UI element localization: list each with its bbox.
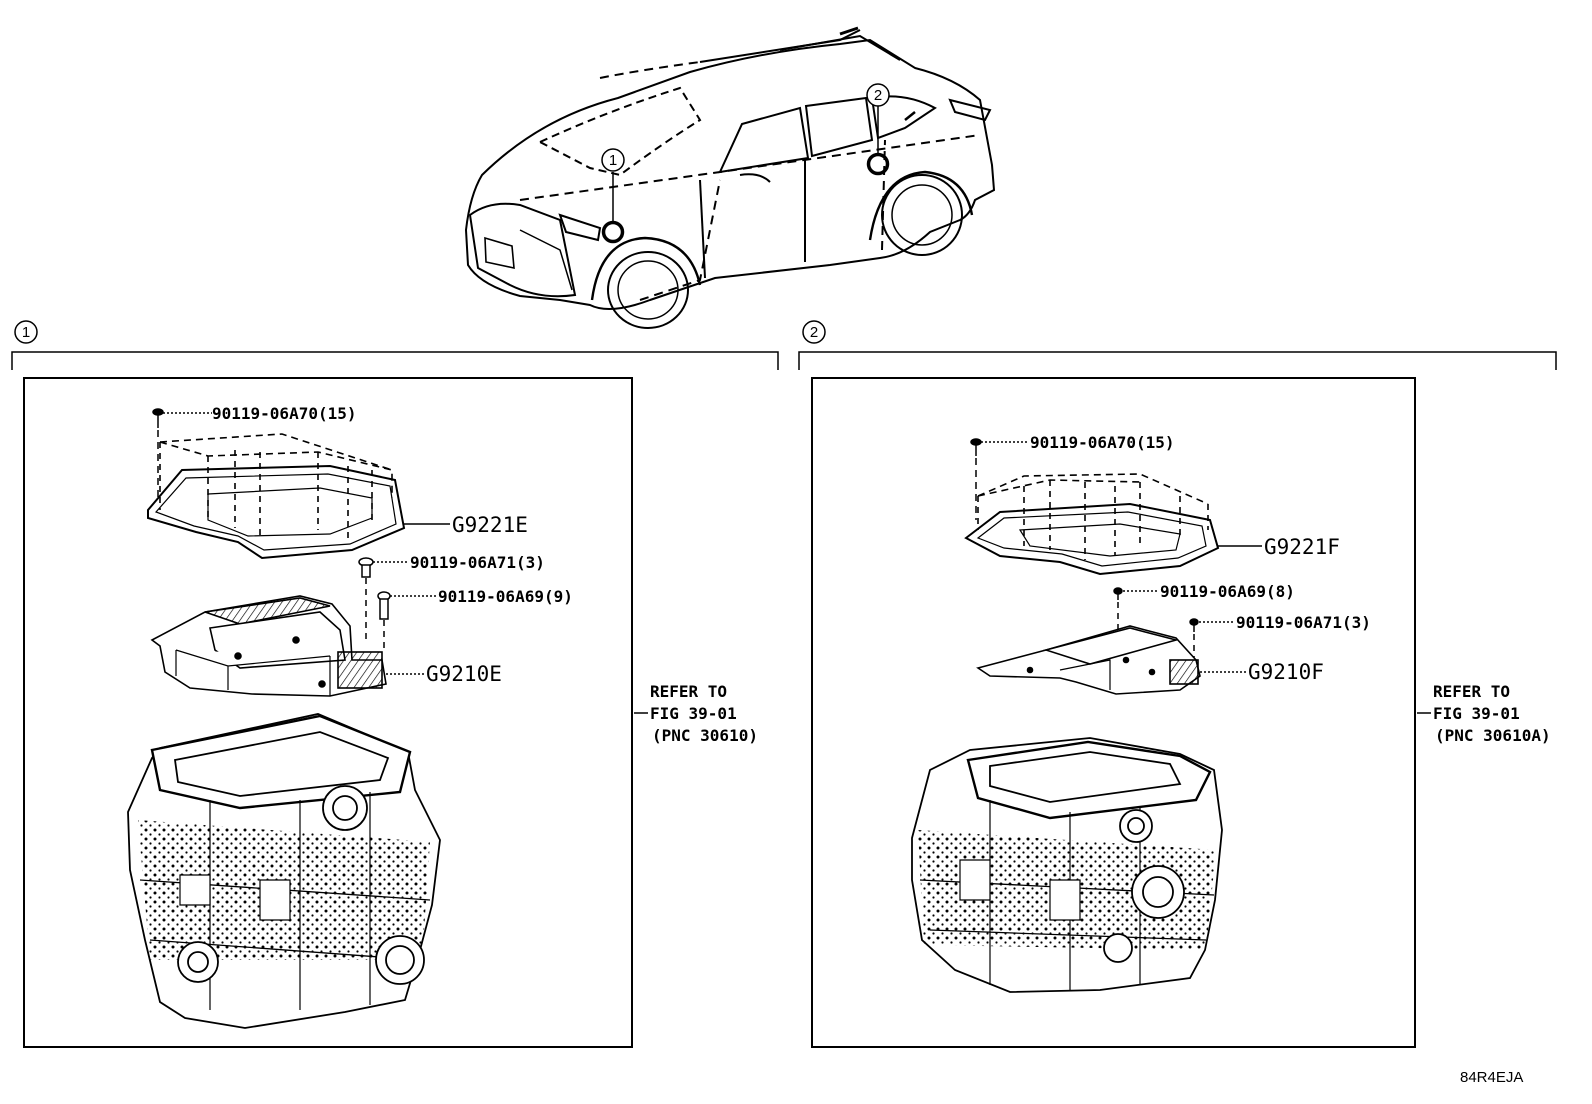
section-1: 1 90119-06A70(15) G9221E [11,320,779,1048]
part-label-90119-06A69-s1: 90119-06A69(9) [438,587,573,606]
part-label-90119-06A70-s2: 90119-06A70(15) [1030,433,1175,452]
reference-line2-s2: FIG 39-01 [1433,704,1520,723]
section-2-bracket [798,351,1557,370]
part-label-G9221E: G9221E [452,513,528,537]
part-label-G9221F: G9221F [1264,535,1340,559]
vehicle-illustration [464,26,996,329]
section-2-marker: 2 [810,324,818,341]
vehicle-marker-2: 2 [874,87,882,104]
reference-line2-s1: FIG 39-01 [650,704,737,723]
transaxle-assembly-s1 [127,713,441,1029]
part-label-G9210F: G9210F [1248,660,1324,684]
bolt-90119-06A70-s1 [152,408,212,500]
cover-G9221E [147,433,450,560]
module-G9210F [976,625,1246,695]
reference-line1-s2: REFER TO [1433,682,1510,701]
reference-note-s1: REFER TO FIG 39-01 (PNC 30610) [634,682,758,745]
transaxle-assembly-s2 [911,737,1223,993]
part-label-G9210E: G9210E [426,662,502,686]
section-1-bracket [11,351,779,370]
section-1-marker: 1 [22,324,30,341]
section-1-frame [23,377,633,1048]
reference-note-s2: REFER TO FIG 39-01 (PNC 30610A) [1417,682,1551,745]
part-label-90119-06A70-s1: 90119-06A70(15) [212,404,357,423]
section-2-frame [811,377,1416,1048]
vehicle-marker-1: 1 [609,152,617,169]
reference-line3-s1: (PNC 30610) [652,726,758,745]
part-label-90119-06A71-s1: 90119-06A71(3) [410,553,545,572]
bolt-90119-06A70-s2 [970,438,1028,520]
bolt-90119-06A69-s1 [377,591,436,650]
bolt-90119-06A71-s1 [358,557,408,640]
part-label-90119-06A69-s2: 90119-06A69(8) [1160,582,1295,601]
illustration-code: 84R4EJA [1460,1069,1523,1086]
vehicle-location-1: 1 [601,148,625,244]
vehicle-location-2: 2 [866,83,890,176]
part-label-90119-06A71-s2: 90119-06A71(3) [1236,613,1371,632]
reference-line3-s2: (PNC 30610A) [1435,726,1551,745]
module-G9210E [150,595,424,697]
section-2: 2 90119-06A70(15) G9221F [798,320,1557,1048]
reference-line1-s1: REFER TO [650,682,727,701]
cover-G9221F [964,473,1262,576]
